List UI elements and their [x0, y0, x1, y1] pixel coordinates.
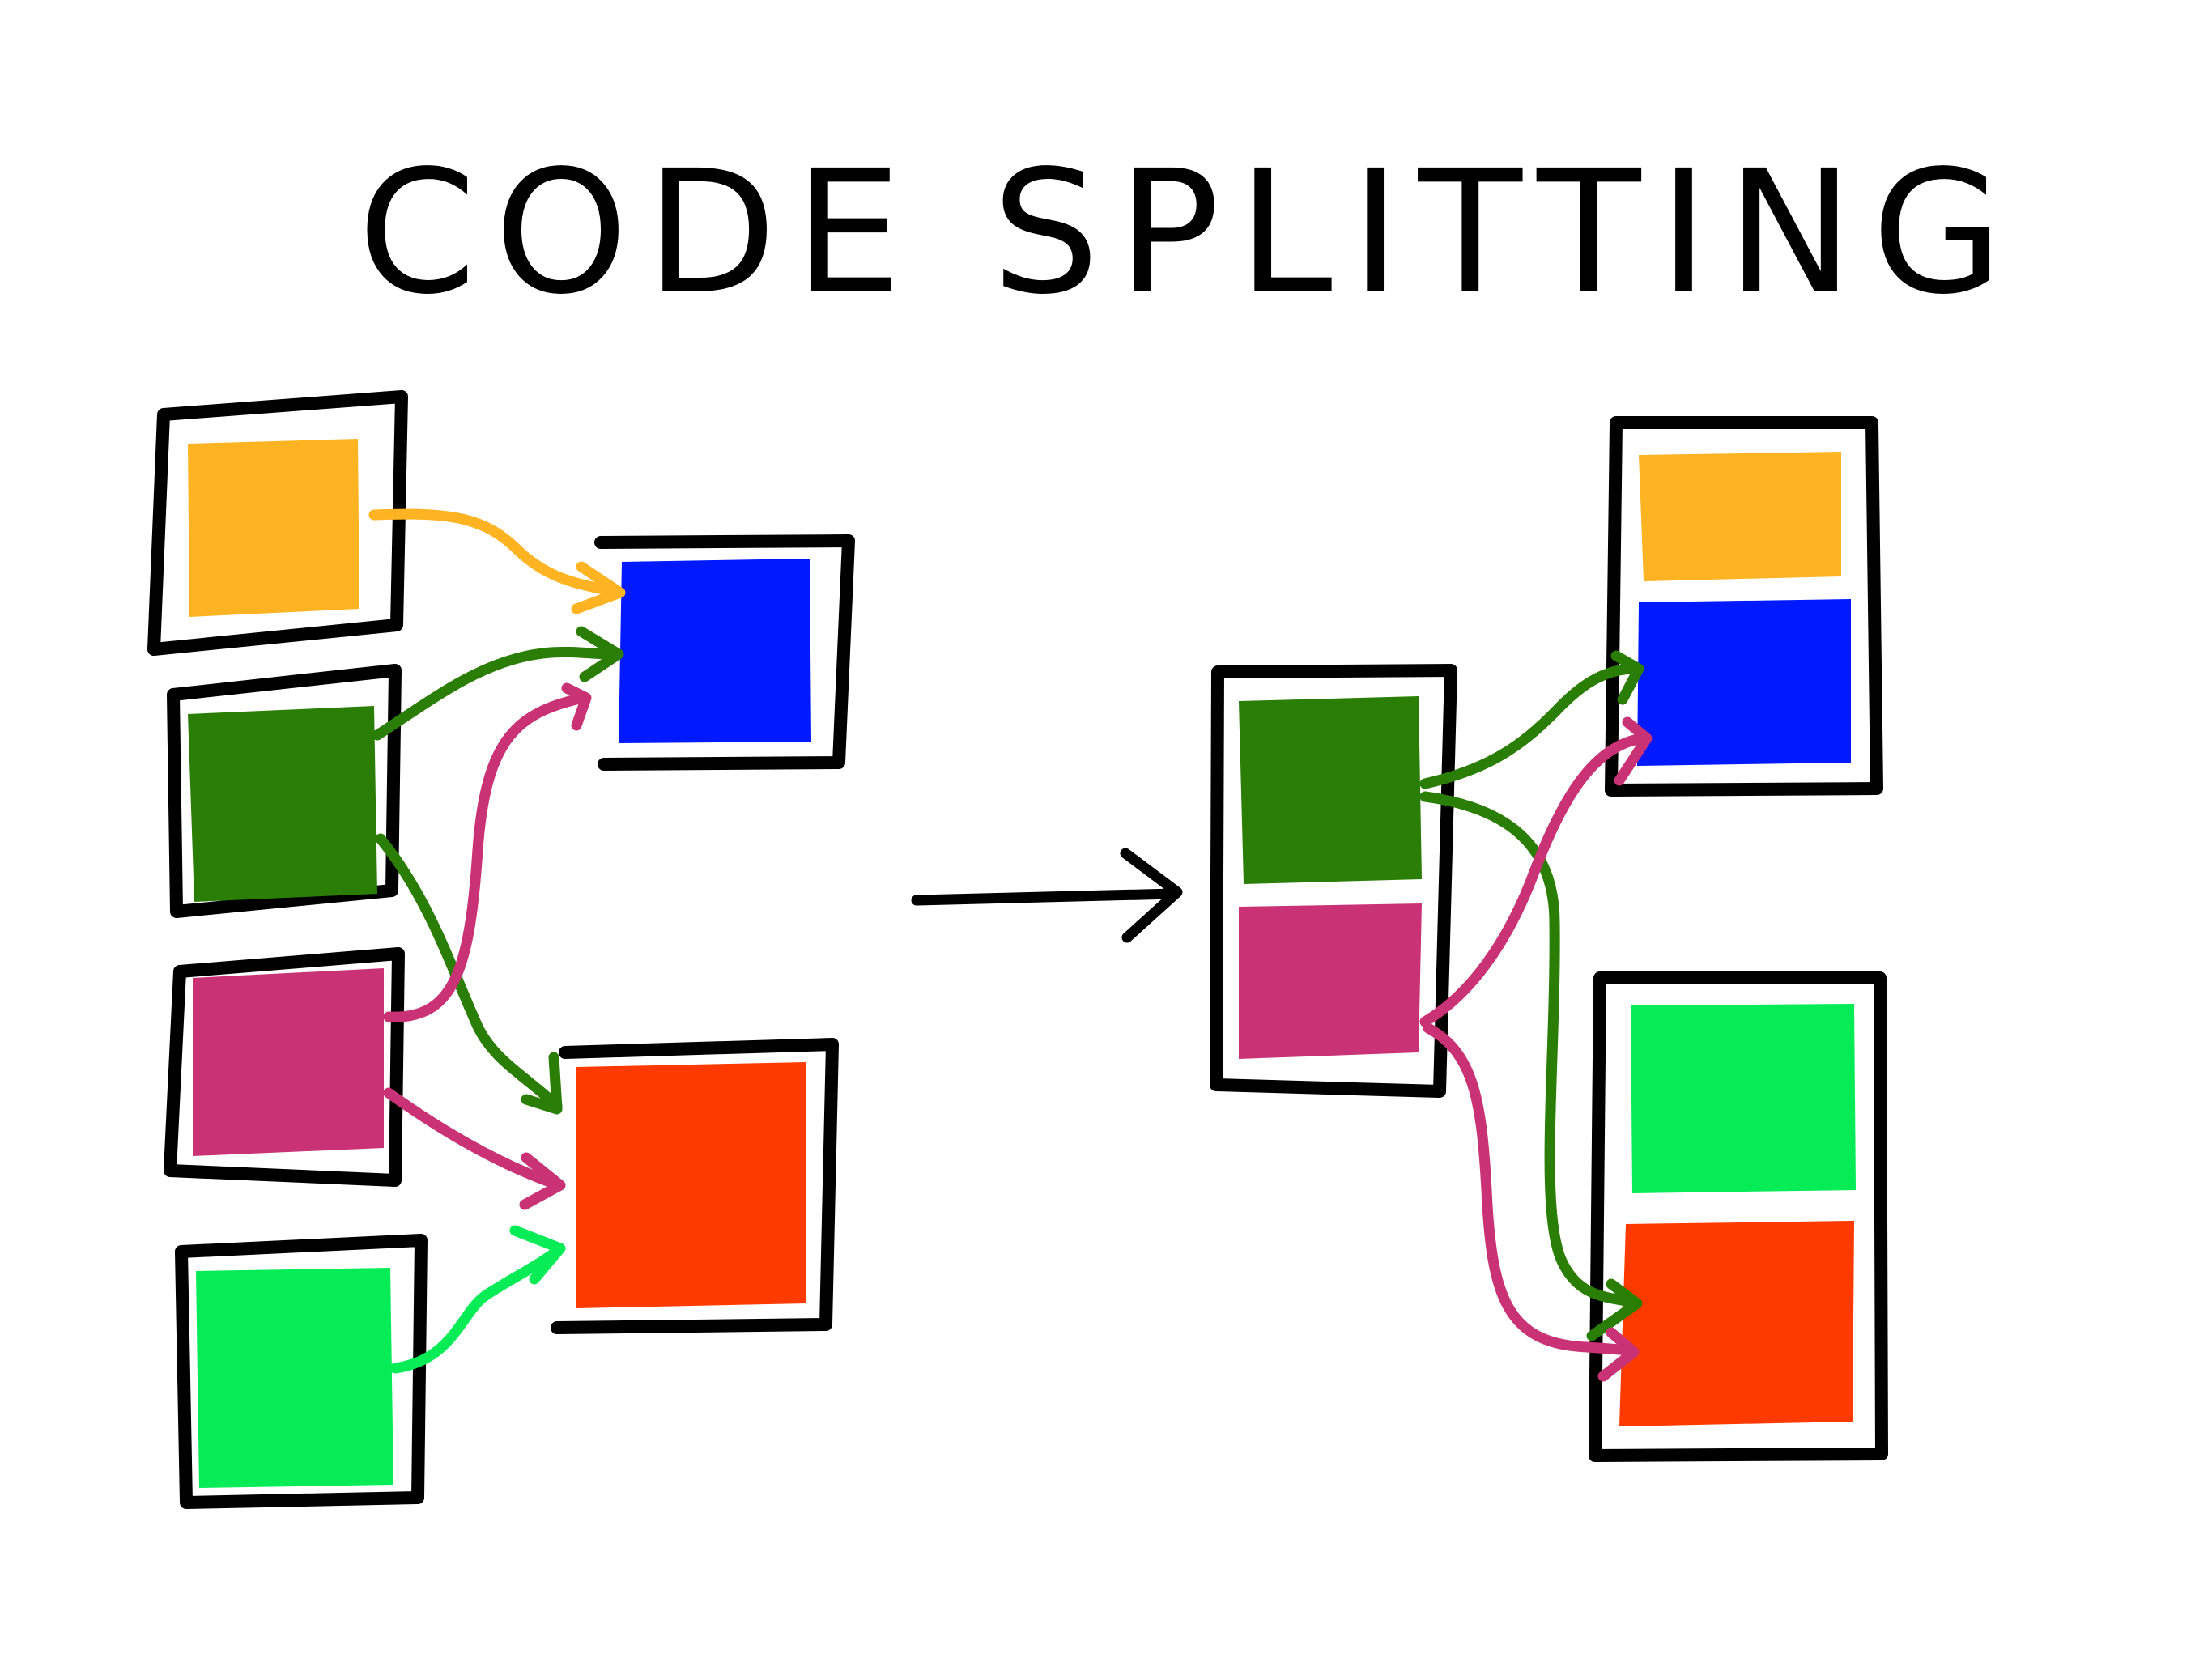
output1-module-blue — [1637, 599, 1851, 766]
arrow-chunk-magenta-to-red-orange — [1423, 1022, 1636, 1356]
arrowhead-chunk-magenta-upper — [1614, 716, 1653, 786]
output1-module-yellow — [1639, 452, 1841, 581]
frame-module-light-green — [175, 1234, 428, 1509]
transform-arrow — [911, 888, 1180, 906]
arrowhead-yellow — [571, 561, 626, 614]
module-light-green — [196, 1268, 393, 1488]
arrowhead-chunk-green-upper — [1610, 650, 1644, 705]
arrowhead-magenta-lower — [519, 1152, 566, 1210]
target-blue — [619, 559, 811, 743]
arrow-chunk-green-to-red-orange — [1419, 791, 1636, 1307]
arrowhead-magenta-upper — [561, 682, 592, 731]
arrow-chunk-green-to-blue — [1419, 663, 1641, 789]
frame-module-yellow — [147, 390, 408, 656]
module-dark-green — [188, 706, 377, 902]
arrow-light-green-to-red-orange — [389, 1244, 564, 1374]
transform-arrowhead — [1120, 848, 1183, 943]
output2-module-red-orange — [1619, 1221, 1854, 1426]
arrowhead-chunk-green-lower — [1586, 1278, 1643, 1341]
arrow-chunk-magenta-to-blue — [1419, 733, 1649, 1027]
arrow-magenta-to-red-orange — [383, 1087, 564, 1191]
arrow-magenta-to-blue — [383, 692, 589, 1022]
arrow-dark-green-to-blue — [372, 646, 621, 741]
arrow-yellow-to-blue — [368, 508, 624, 598]
output2-module-light-green — [1631, 1004, 1856, 1193]
frame-target-red-orange — [551, 1038, 839, 1334]
chunk-module-dark-green — [1239, 696, 1422, 884]
frame-target-blue — [594, 534, 855, 771]
module-magenta — [193, 968, 384, 1156]
arrowhead-dark-green — [576, 626, 624, 682]
frame-module-dark-green — [167, 664, 402, 918]
arrowhead-light-green — [509, 1225, 566, 1285]
target-red-orange — [576, 1062, 806, 1308]
arrow-dark-green-to-red-orange — [375, 833, 563, 1112]
arrowhead-chunk-magenta-lower — [1597, 1327, 1640, 1382]
arrowhead-dark-green-lower — [521, 1052, 563, 1115]
chunk-module-magenta — [1239, 903, 1422, 1059]
module-yellow — [188, 439, 359, 617]
frame-module-magenta — [164, 947, 405, 1187]
diagram-title: CODE SPLITTING — [358, 134, 2022, 332]
frame-source-chunk — [1210, 664, 1457, 1098]
